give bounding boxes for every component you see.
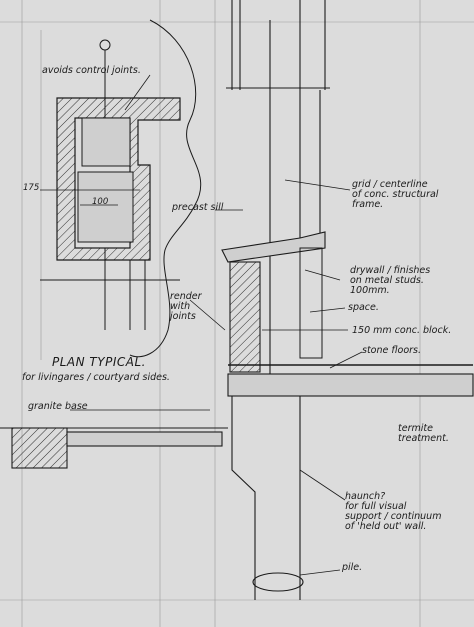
plan-column-leg [40, 260, 180, 330]
leader-lines [70, 74, 363, 576]
pile-label: pile. [342, 562, 363, 573]
dim-100-label: 100 [92, 197, 109, 207]
plan-cloud-outline [129, 19, 202, 358]
precast-sill [221, 231, 326, 263]
render-joints-label: render with joints [170, 291, 202, 322]
pile [231, 396, 304, 600]
floor-slab [227, 364, 474, 397]
grid-centreline-label: grid / centerline of conc. structural fr… [352, 179, 439, 210]
termite-label: termite treatment. [398, 423, 449, 444]
precast-sill-label: precast sill [172, 202, 224, 213]
plan-wall [56, 97, 181, 261]
granite-base-label: granite base [28, 401, 88, 412]
block-label: 150 mm conc. block. [352, 325, 452, 336]
section-column [226, 0, 330, 380]
avoid-joints-label: avoids control joints. [42, 65, 141, 76]
drywall [299, 247, 323, 359]
block-wall [229, 261, 261, 373]
drywall-label: drywall / finishes on metal studs. 100mm… [350, 265, 431, 296]
plan-dimension-lines [40, 185, 140, 206]
space-label: space. [348, 302, 379, 313]
dim-175-label: 175 [23, 183, 40, 193]
haunch-label: haunch? for full visual support / contin… [345, 491, 442, 532]
plan-subtitle: for livingares / courtyard sides. [22, 372, 170, 383]
stone-floors-label: stone floors. [362, 345, 422, 356]
ground-granite-base [0, 427, 228, 469]
plan-title: PLAN TYPICAL. [52, 355, 146, 369]
